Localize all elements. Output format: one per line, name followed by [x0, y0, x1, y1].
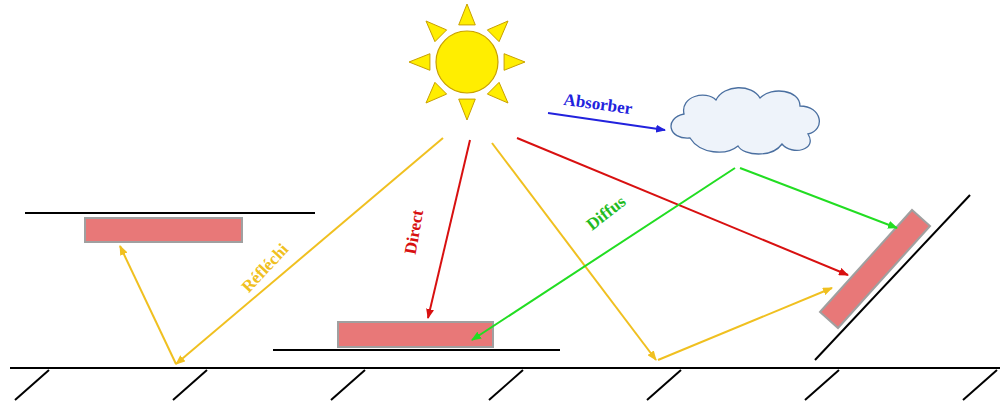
cloud — [671, 88, 819, 154]
sun — [409, 4, 525, 120]
hatch-stroke — [489, 370, 523, 400]
sun-disc — [436, 31, 498, 93]
sun-ray — [487, 21, 508, 42]
solar-panel — [820, 210, 930, 328]
hatch-stroke — [173, 370, 207, 400]
mount-line — [815, 195, 970, 360]
mount-line — [25, 212, 315, 214]
rays — [120, 113, 897, 364]
hatch-stroke — [331, 370, 365, 400]
hatch-stroke — [647, 370, 681, 400]
diffuse-label: Diffus — [583, 193, 628, 234]
sun-ray — [426, 21, 447, 42]
sun-ray — [459, 4, 476, 25]
sun-ray — [459, 99, 476, 120]
sun-ray — [487, 82, 508, 103]
ground — [10, 368, 1000, 400]
hatch-stroke — [805, 370, 839, 400]
mount-line — [273, 349, 560, 351]
direct-label: Direct — [402, 208, 427, 255]
hatch-stroke — [963, 370, 997, 400]
solar-panel — [85, 218, 242, 242]
absorbed-label: Absorber — [563, 91, 634, 117]
sun-ray — [504, 54, 525, 71]
hatch-stroke — [15, 370, 49, 400]
solar-panel — [338, 322, 493, 347]
sun-ray — [426, 82, 447, 103]
sun-ray — [409, 54, 430, 71]
reflected-label: Réfléchi — [238, 240, 291, 295]
